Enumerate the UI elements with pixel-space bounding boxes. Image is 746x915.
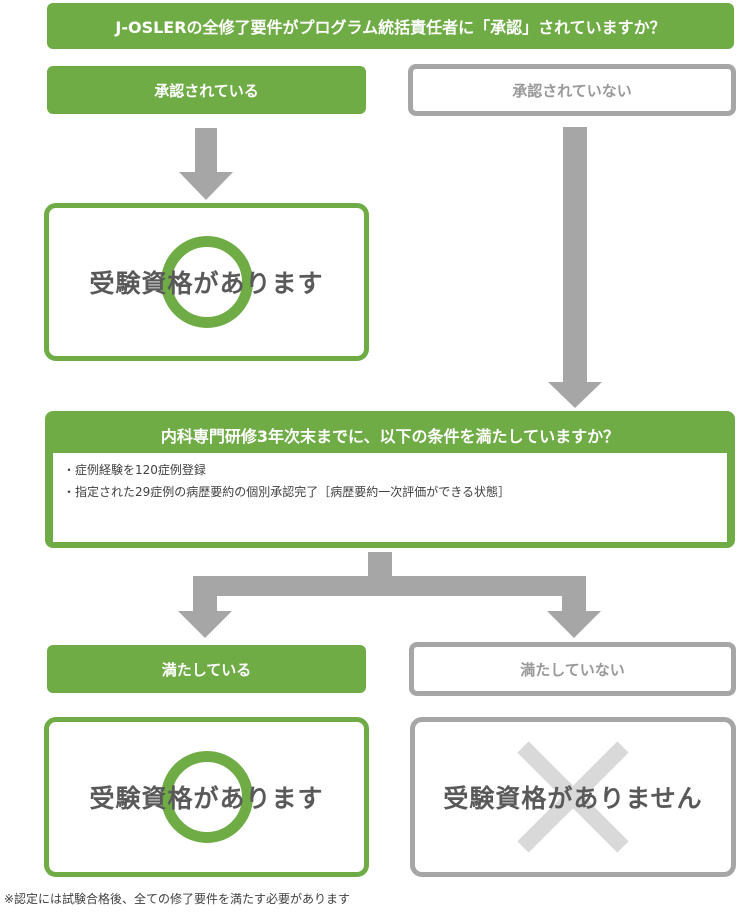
footnote: ※認定には試験合格後、全ての修了要件を満たす必要があります <box>4 892 351 906</box>
result-ng-box: 受験資格がありません <box>410 717 736 877</box>
result-ng-text: 受験資格がありません <box>443 784 703 813</box>
cross-ng-icon <box>517 741 629 853</box>
satisfied-label: 満たしている <box>161 660 252 679</box>
condition-item: ・指定された29症例の病歴要約の個別承認完了［病歴要約一次評価ができる状態］ <box>63 485 511 499</box>
arrow-split <box>178 552 601 638</box>
not-approved-box: 承認されていない <box>408 64 736 116</box>
question2-box: 内科専門研修3年次末までに、以下の条件を満たしていますか？ ・症例経験を120症… <box>45 411 735 548</box>
result-ok-text-1: 受験資格があります <box>89 269 324 298</box>
circle-ok-icon <box>160 751 253 843</box>
question1-text: J-OSLERの全修了要件がプログラム統括責任者に「承認」されていますか？ <box>115 18 666 37</box>
circle-ok-icon <box>160 236 253 328</box>
not-satisfied-label: 満たしていない <box>520 660 625 679</box>
question2-title: 内科専門研修3年次末までに、以下の条件を満たしていますか？ <box>160 427 620 446</box>
result-ok-text-2: 受験資格があります <box>89 784 324 813</box>
arrow-down-approved <box>179 128 233 200</box>
question2-conditions: ・症例経験を120症例登録 ・指定された29症例の病歴要約の個別承認完了［病歴要… <box>53 453 727 542</box>
question1-banner: J-OSLERの全修了要件がプログラム統括責任者に「承認」されていますか？ <box>47 3 734 49</box>
not-satisfied-box: 満たしていない <box>409 642 736 696</box>
approved-box: 承認されている <box>47 66 366 114</box>
result-ok-box-1: 受験資格があります <box>44 203 369 361</box>
arrow-down-not-approved <box>548 127 602 408</box>
satisfied-box: 満たしている <box>47 645 366 693</box>
not-approved-label: 承認されていない <box>512 81 632 100</box>
approved-label: 承認されている <box>154 81 259 100</box>
condition-item: ・症例経験を120症例登録 <box>63 463 206 477</box>
result-ok-box-2: 受験資格があります <box>44 717 369 877</box>
